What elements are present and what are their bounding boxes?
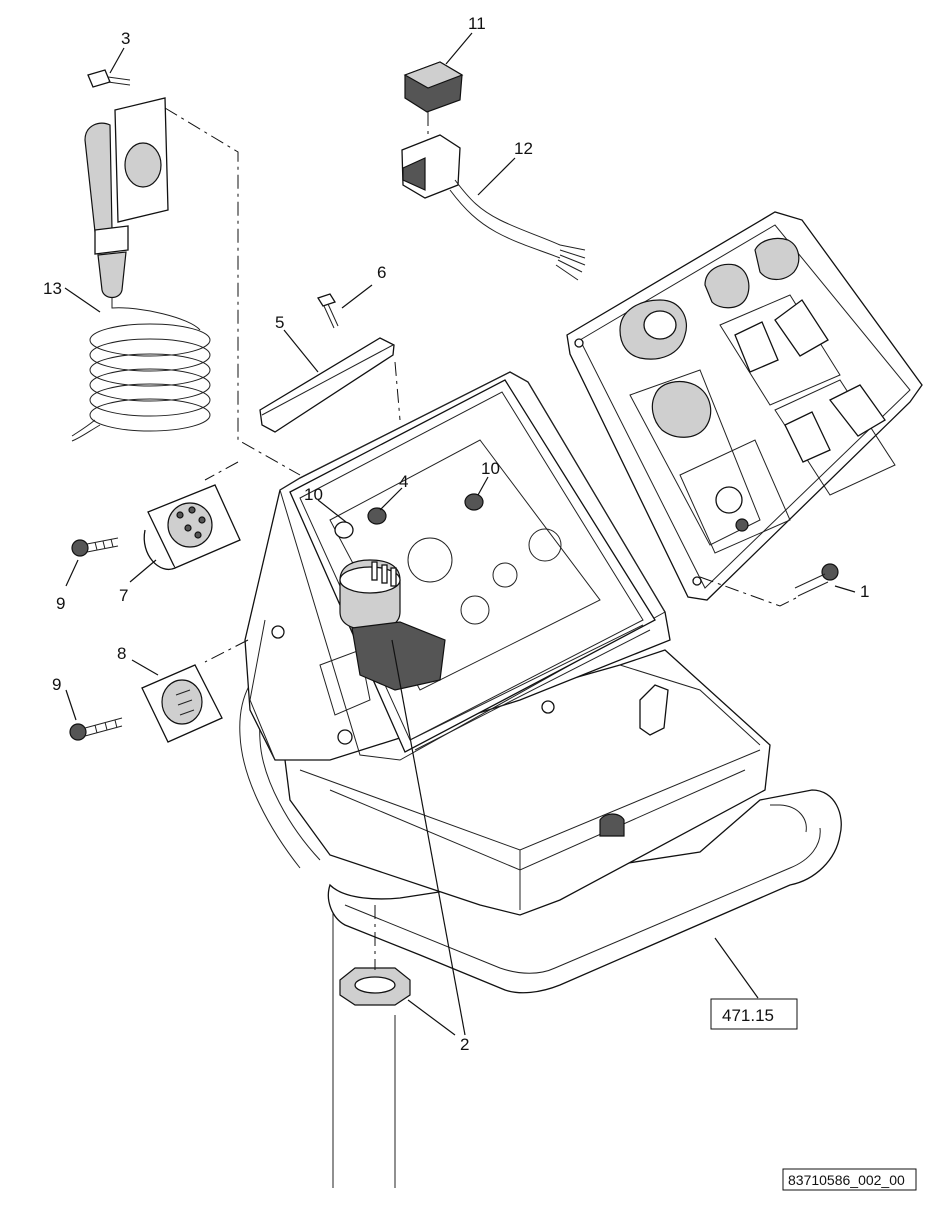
callout-2: 2 bbox=[460, 1035, 469, 1054]
nut-and-screw bbox=[339, 563, 839, 1006]
callout-11: 11 bbox=[468, 14, 486, 33]
tray-housing bbox=[284, 649, 771, 916]
callout-10-right: 10 bbox=[481, 459, 500, 478]
ignition-switch bbox=[339, 559, 446, 691]
coiled-sensor bbox=[71, 69, 211, 442]
callout-9-lower: 9 bbox=[52, 675, 61, 694]
callout-9-upper: 9 bbox=[56, 594, 65, 613]
socket-8 bbox=[141, 664, 223, 743]
control-panel bbox=[566, 211, 923, 601]
callout-12: 12 bbox=[514, 139, 533, 158]
callouts: 1 2 3 4 5 6 7 8 9 9 10 10 11 12 13 bbox=[43, 14, 869, 1054]
callout-6: 6 bbox=[377, 263, 386, 282]
callout-8: 8 bbox=[117, 644, 126, 663]
callout-10-left: 10 bbox=[304, 485, 323, 504]
reference-box-label: 471.15 bbox=[722, 1006, 774, 1025]
assembly-lines bbox=[164, 107, 801, 970]
callout-13: 13 bbox=[43, 279, 62, 298]
screws-9 bbox=[69, 537, 123, 741]
reference-box: 471.15 bbox=[710, 998, 798, 1030]
cover-plate bbox=[259, 293, 395, 433]
callout-7: 7 bbox=[119, 586, 128, 605]
document-id: 83710586_002_00 bbox=[782, 1168, 917, 1191]
document-id-label: 83710586_002_00 bbox=[788, 1172, 905, 1188]
callout-5: 5 bbox=[275, 313, 284, 332]
socket-7 bbox=[143, 484, 241, 571]
callout-4: 4 bbox=[399, 472, 408, 491]
nuts bbox=[334, 493, 484, 539]
callout-3: 3 bbox=[121, 29, 130, 48]
leader-lines bbox=[64, 32, 856, 1036]
callout-1: 1 bbox=[860, 582, 869, 601]
relay-and-harness bbox=[401, 61, 586, 281]
